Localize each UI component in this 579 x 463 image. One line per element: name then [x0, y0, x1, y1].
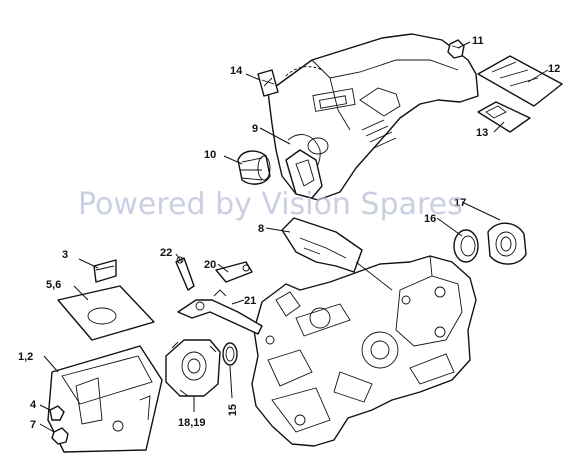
callout-15: 15	[227, 404, 239, 416]
crankcase-housing	[251, 255, 477, 447]
callout-3: 3	[62, 249, 68, 261]
callout-20: 20	[204, 259, 216, 271]
callout-21: 21	[244, 295, 256, 307]
callout-18-19: 18,19	[178, 417, 206, 429]
callout-11: 11	[472, 35, 484, 47]
carburetor-part	[165, 339, 221, 397]
callout-1-2: 1,2	[18, 351, 33, 363]
shroud-cover	[267, 33, 479, 201]
callout-17: 17	[454, 197, 466, 209]
ring-part-16	[453, 229, 479, 263]
filter-base-1-2	[47, 345, 163, 453]
callout-8: 8	[258, 223, 264, 235]
callout-7: 7	[30, 419, 36, 431]
callout-4: 4	[30, 399, 37, 411]
leader-lines	[39, 41, 549, 433]
flange-part-17	[487, 222, 527, 265]
callout-9: 9	[252, 123, 258, 135]
callout-14: 14	[230, 65, 243, 77]
air-filter-5-6	[57, 285, 155, 341]
callout-12: 12	[548, 63, 560, 75]
screw-part-11	[447, 39, 465, 59]
callout-10: 10	[204, 149, 216, 161]
shaft-part-21	[177, 289, 263, 335]
callout-5-6: 5,6	[46, 279, 61, 291]
watermark-text: Powered by Vision Spares	[78, 187, 463, 222]
assembly-arc-14	[285, 66, 323, 77]
callout-16: 16	[424, 213, 436, 225]
callout-22: 22	[160, 247, 172, 259]
decal-14	[257, 69, 279, 97]
callout-13: 13	[476, 127, 488, 139]
callout-labels: 11 12 13 14 9 10 8 17 16 22 20 21 3 5,6 …	[18, 35, 560, 431]
gasket-ring-15	[222, 342, 238, 366]
small-part-4	[49, 405, 65, 421]
baffle-part-8	[281, 217, 363, 273]
label-13	[477, 101, 531, 133]
nut-part-7	[51, 427, 69, 445]
lever-part-20	[215, 261, 253, 283]
knob-part	[237, 150, 271, 185]
filter-cap-3	[93, 259, 117, 283]
label-plate-12	[477, 55, 563, 107]
linkage-rod-22	[175, 256, 195, 291]
